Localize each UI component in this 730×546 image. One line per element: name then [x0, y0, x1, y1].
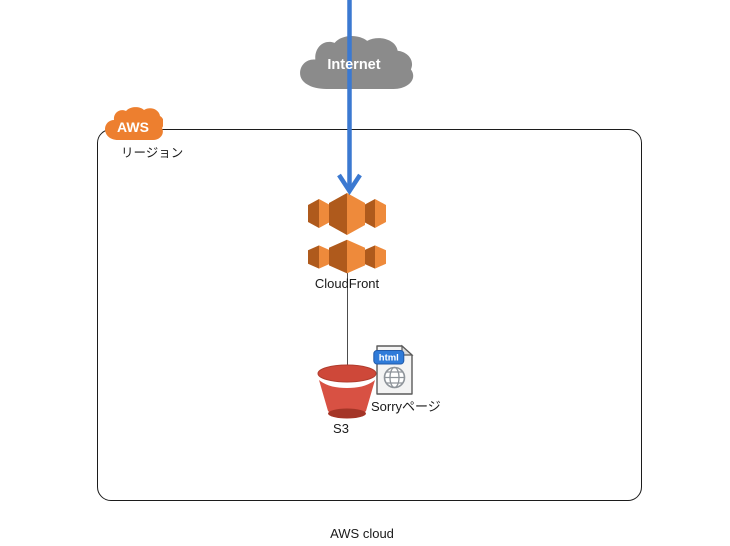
internet-to-cloudfront-arrow [337, 0, 362, 196]
internet-label: Internet [327, 57, 381, 73]
aws-logo-label: AWS [117, 119, 149, 135]
s3-bucket-icon [317, 364, 377, 419]
globe-icon [383, 366, 406, 389]
aws-logo-icon: AWS [105, 107, 163, 140]
html-badge [373, 350, 405, 365]
s3-label: S3 [333, 421, 349, 436]
cloudfront-icon [308, 193, 386, 274]
html-badge-label: html [379, 353, 399, 364]
aws-region-boundary [97, 129, 642, 501]
html-file-icon: html [373, 344, 414, 395]
sorry-page-label: Sorryページ [371, 399, 441, 414]
internet-cloud-icon [300, 35, 414, 90]
cloudfront-label: CloudFront [314, 276, 380, 291]
aws-cloud-caption: AWS cloud [330, 526, 394, 541]
region-label: リージョン [121, 146, 184, 160]
cloudfront-to-s3-connector [347, 273, 349, 366]
